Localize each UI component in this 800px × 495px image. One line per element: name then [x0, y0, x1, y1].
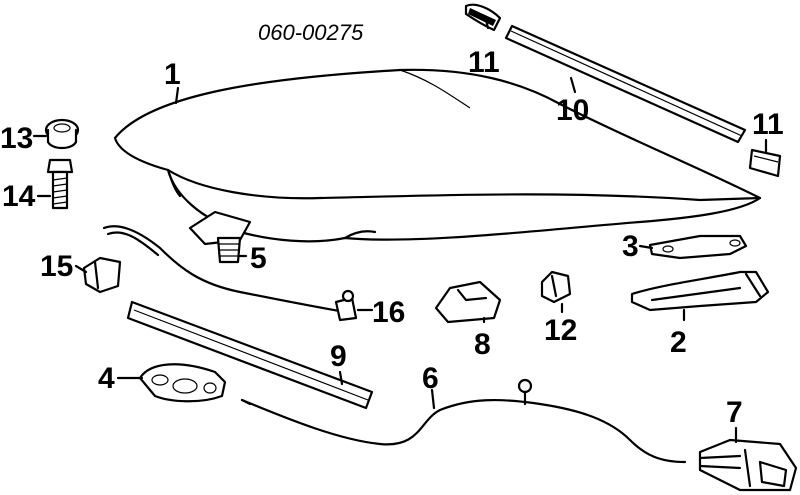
weatherstrip: [504, 24, 747, 144]
catalog-code: 060-00275: [258, 20, 364, 45]
grommet: [44, 118, 80, 150]
callout-seal: 9: [330, 340, 347, 373]
hinge-bracket: [648, 234, 748, 260]
callout-release-handle: 7: [726, 396, 743, 429]
strip-end-right: [748, 148, 782, 178]
callout-hinge-bracket: 3: [622, 230, 639, 263]
strip-end-left: [464, 3, 502, 32]
release-cable: [240, 378, 687, 464]
hood-lock: [138, 363, 227, 403]
callout-strip-end-left: 11: [468, 46, 500, 79]
callout-support-clip: 15: [40, 250, 73, 283]
support-clip: [82, 256, 122, 294]
callout-grommet: 13: [0, 122, 33, 155]
callout-strip-end-right: 11: [752, 108, 784, 141]
callout-lock: 4: [98, 362, 115, 395]
callout-hood: 1: [164, 58, 181, 91]
support-rod: [102, 225, 358, 322]
seal: [126, 300, 374, 410]
callout-support-grommet: 16: [372, 296, 405, 329]
striker: [434, 280, 502, 324]
callout-weatherstrip: 10: [556, 94, 589, 127]
callout-labels: 1 2 3 4 5 6 7 8 9 10 11 11 12 13 14 15 1…: [0, 46, 784, 429]
release-handle: [698, 438, 798, 492]
callout-hinge: 2: [670, 326, 687, 359]
bumper-stop: [188, 210, 252, 264]
clip-12: [540, 270, 572, 304]
leader-lines: [32, 18, 768, 444]
callout-clip-12: 12: [544, 314, 577, 347]
callout-bolt: 14: [2, 180, 36, 213]
callout-striker: 8: [474, 328, 491, 361]
hinge: [630, 270, 770, 312]
bolt: [46, 158, 74, 210]
callout-bumper-stop: 5: [250, 242, 267, 275]
callout-release-cable: 6: [422, 362, 439, 395]
